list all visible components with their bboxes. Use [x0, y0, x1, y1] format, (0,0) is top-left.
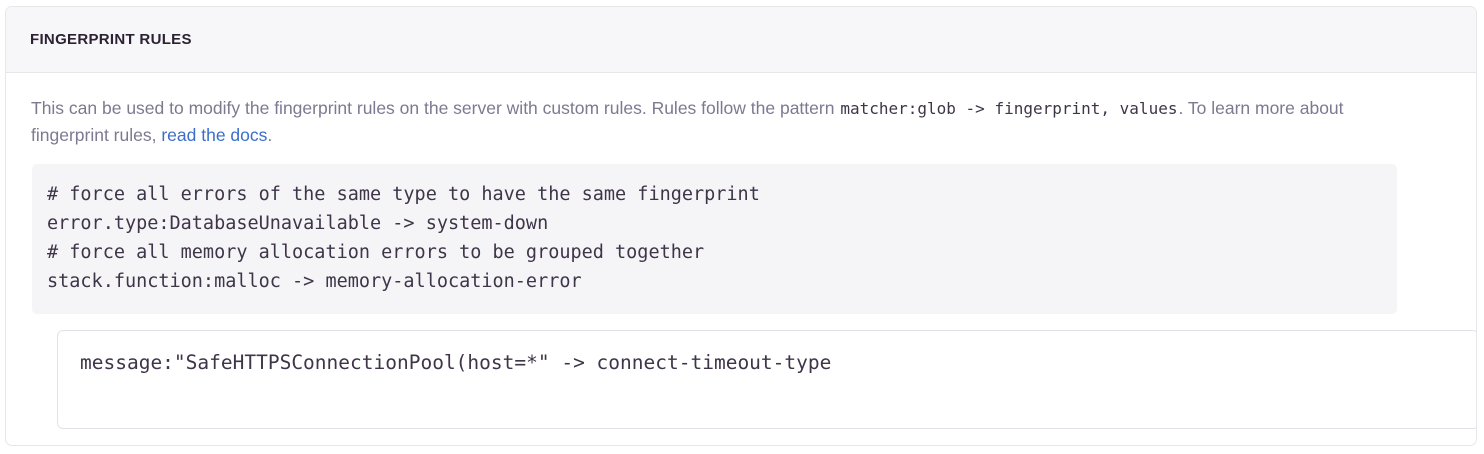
fingerprint-rules-input[interactable]	[57, 330, 1476, 430]
read-the-docs-link[interactable]: read the docs	[161, 125, 268, 146]
description-part-1: This can be used to modify the fingerpri…	[31, 98, 840, 118]
description-part-2: . To learn more about fingerprint rules,	[31, 98, 1344, 146]
page-title: FINGERPRINT RULES	[30, 31, 192, 48]
description-text: This can be used to modify the fingerpri…	[31, 95, 1386, 149]
panel-body: This can be used to modify the fingerpri…	[6, 73, 1476, 430]
panel-header: FINGERPRINT RULES	[6, 7, 1476, 73]
example-rules-code-block: # force all errors of the same type to h…	[32, 164, 1397, 315]
fingerprint-rules-panel: FINGERPRINT RULES This can be used to mo…	[5, 6, 1477, 446]
inline-code-pattern: matcher:glob -> fingerprint, values	[840, 99, 1178, 118]
description-part-3: .	[267, 125, 273, 146]
